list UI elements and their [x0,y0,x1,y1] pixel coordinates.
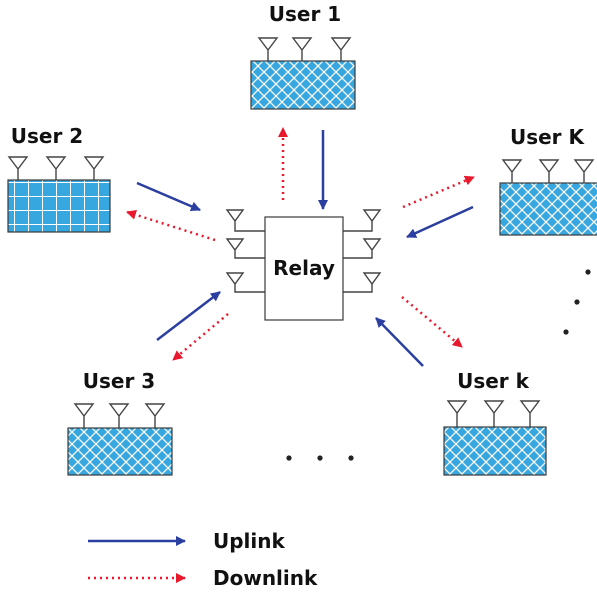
user-2-device [7,179,111,233]
user-K-device [499,182,597,236]
user-2-antennas [7,156,105,180]
user-3: User 3 [67,369,173,476]
antenna-icon [519,400,541,427]
legend-downlink: Downlink [88,566,318,590]
antenna-icon [446,400,468,427]
antenna-icon [483,400,505,427]
user-3-antennas [73,403,166,428]
legend-downlink-label: Downlink [213,566,318,590]
antenna-icon [225,238,265,259]
antenna-icon [225,272,265,293]
antenna-icon [144,403,166,428]
relay-box [264,216,344,321]
user-1-label: User 1 [269,2,341,26]
antenna-icon [343,209,382,232]
links [126,127,475,367]
continuation-dots-bottom [286,455,354,461]
antenna-icon [257,37,279,61]
legend: Uplink Downlink [88,529,318,590]
user-k-label: User k [457,369,530,393]
continuation-dots-right [563,269,591,335]
relay: Relay [225,209,382,321]
antenna-icon [343,272,382,293]
user-1-antennas [257,37,352,61]
legend-uplink: Uplink [88,529,286,553]
user-3-label: User 3 [83,369,155,393]
relay-right-antennas [343,209,382,293]
relay-label: Relay [273,256,335,280]
antenna-icon [343,238,382,259]
antenna-icon [573,159,595,183]
downlink-arrow-user-k [401,296,463,348]
user-K-label: User K [510,125,586,149]
user-k-antennas [446,400,541,427]
downlink-arrow-user-K [402,175,475,209]
antenna-icon [7,156,29,180]
user-k: User k [443,369,547,476]
user-1-device [250,60,356,110]
uplink-arrow-user-K [406,205,474,239]
antenna-icon [225,209,265,232]
antenna-icon [291,37,313,61]
user-2: User 2 [7,124,111,233]
antenna-icon [538,159,560,183]
user-k-device [443,426,547,476]
antenna-icon [45,156,67,180]
relay-left-antennas [225,209,265,293]
user-K-antennas [501,159,595,183]
antenna-icon [83,156,105,180]
antenna-icon [501,159,523,183]
user-K: User K [499,125,597,236]
uplink-arrow-user-2 [136,181,201,212]
user-3-device [67,427,173,476]
user-2-label: User 2 [11,124,83,148]
user-1: User 1 [250,2,356,110]
uplink-arrow-user-3 [156,291,221,341]
downlink-arrow-user-2 [126,209,216,242]
antenna-icon [73,403,95,428]
legend-uplink-label: Uplink [213,529,286,553]
antenna-icon [108,403,130,428]
uplink-arrow-user-k [375,317,424,367]
antenna-icon [330,37,352,61]
